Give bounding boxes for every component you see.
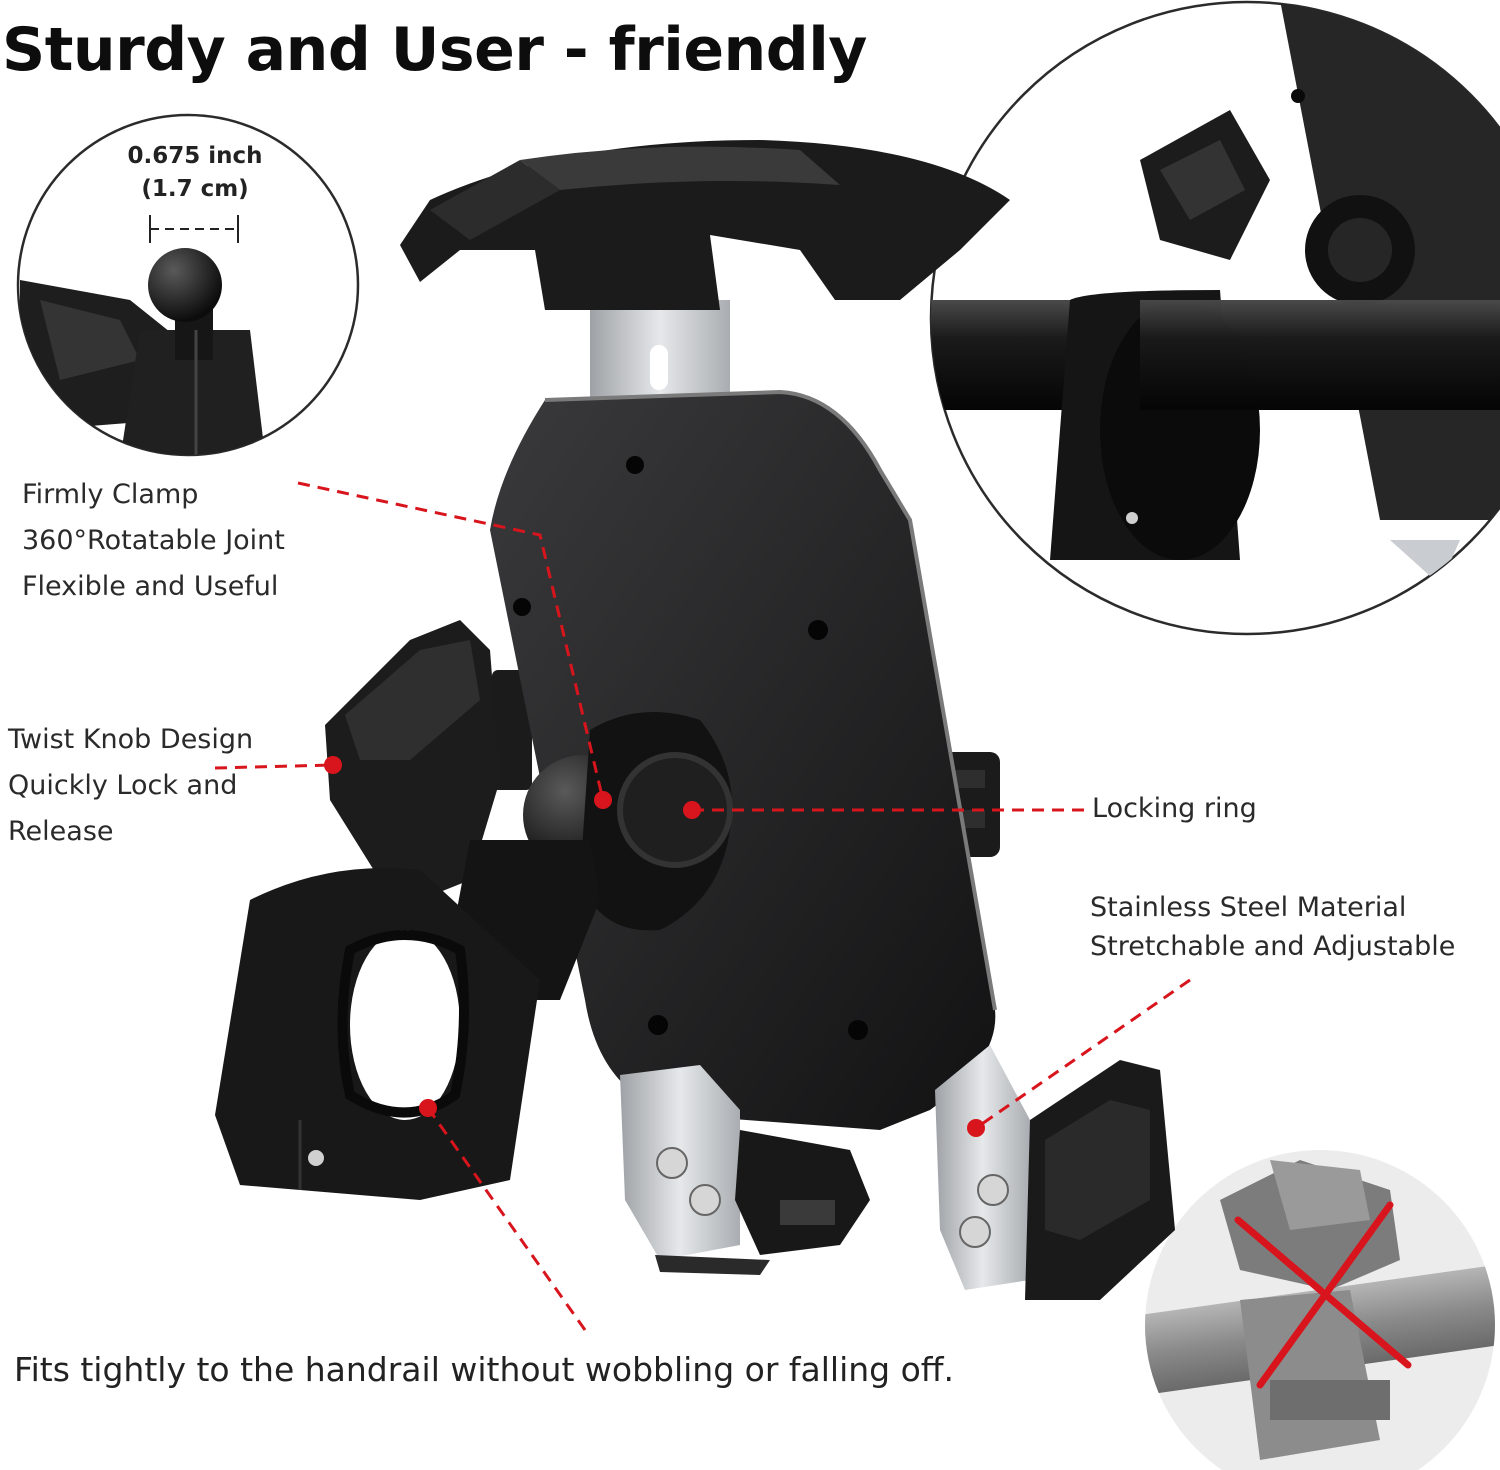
dot-marker <box>967 1119 985 1137</box>
dot-marker <box>324 756 342 774</box>
dot-marker <box>419 1099 437 1117</box>
handlebar-clamp-inset <box>929 0 1500 636</box>
ball-joint-inset <box>16 113 360 457</box>
callout-line: Quickly Lock and <box>8 770 238 801</box>
measurement-cm: (1.7 cm) <box>141 176 249 202</box>
phone-holder-main <box>215 140 1175 1300</box>
callout-line: Stretchable and Adjustable <box>1090 931 1456 962</box>
callout-line: Release <box>8 816 114 847</box>
callout-line: Stainless Steel Material <box>1090 892 1407 923</box>
dot-marker <box>594 791 612 809</box>
callout-steel: Stainless Steel Material Stretchable and… <box>1090 888 1455 966</box>
callout-line: Flexible and Useful <box>22 571 279 602</box>
callout-line: Twist Knob Design <box>8 724 254 755</box>
measurement-inches: 0.675 inch <box>127 143 263 169</box>
callout-locking-ring: Locking ring <box>1092 786 1257 832</box>
callout-twist-knob: Twist Knob Design Quickly Lock and Relea… <box>8 717 253 855</box>
callout-line: Firmly Clamp <box>22 479 199 510</box>
red-x-icon <box>1234 1201 1412 1389</box>
dot-marker <box>683 801 701 819</box>
callout-line: 360°Rotatable Joint <box>22 525 285 556</box>
callout-clamp-joint: Firmly Clamp 360°Rotatable Joint Flexibl… <box>22 472 285 610</box>
page-title: Sturdy and User - friendly <box>2 15 867 85</box>
callout-line: Locking ring <box>1092 793 1257 824</box>
incorrect-install-inset <box>1145 1150 1495 1470</box>
dot-marker-group <box>324 756 985 1137</box>
callout-leaders <box>214 481 1191 1331</box>
footer-caption: Fits tightly to the handrail without wob… <box>14 1350 955 1389</box>
ball-measurement-label: 0.675 inch (1.7 cm) <box>100 140 290 206</box>
